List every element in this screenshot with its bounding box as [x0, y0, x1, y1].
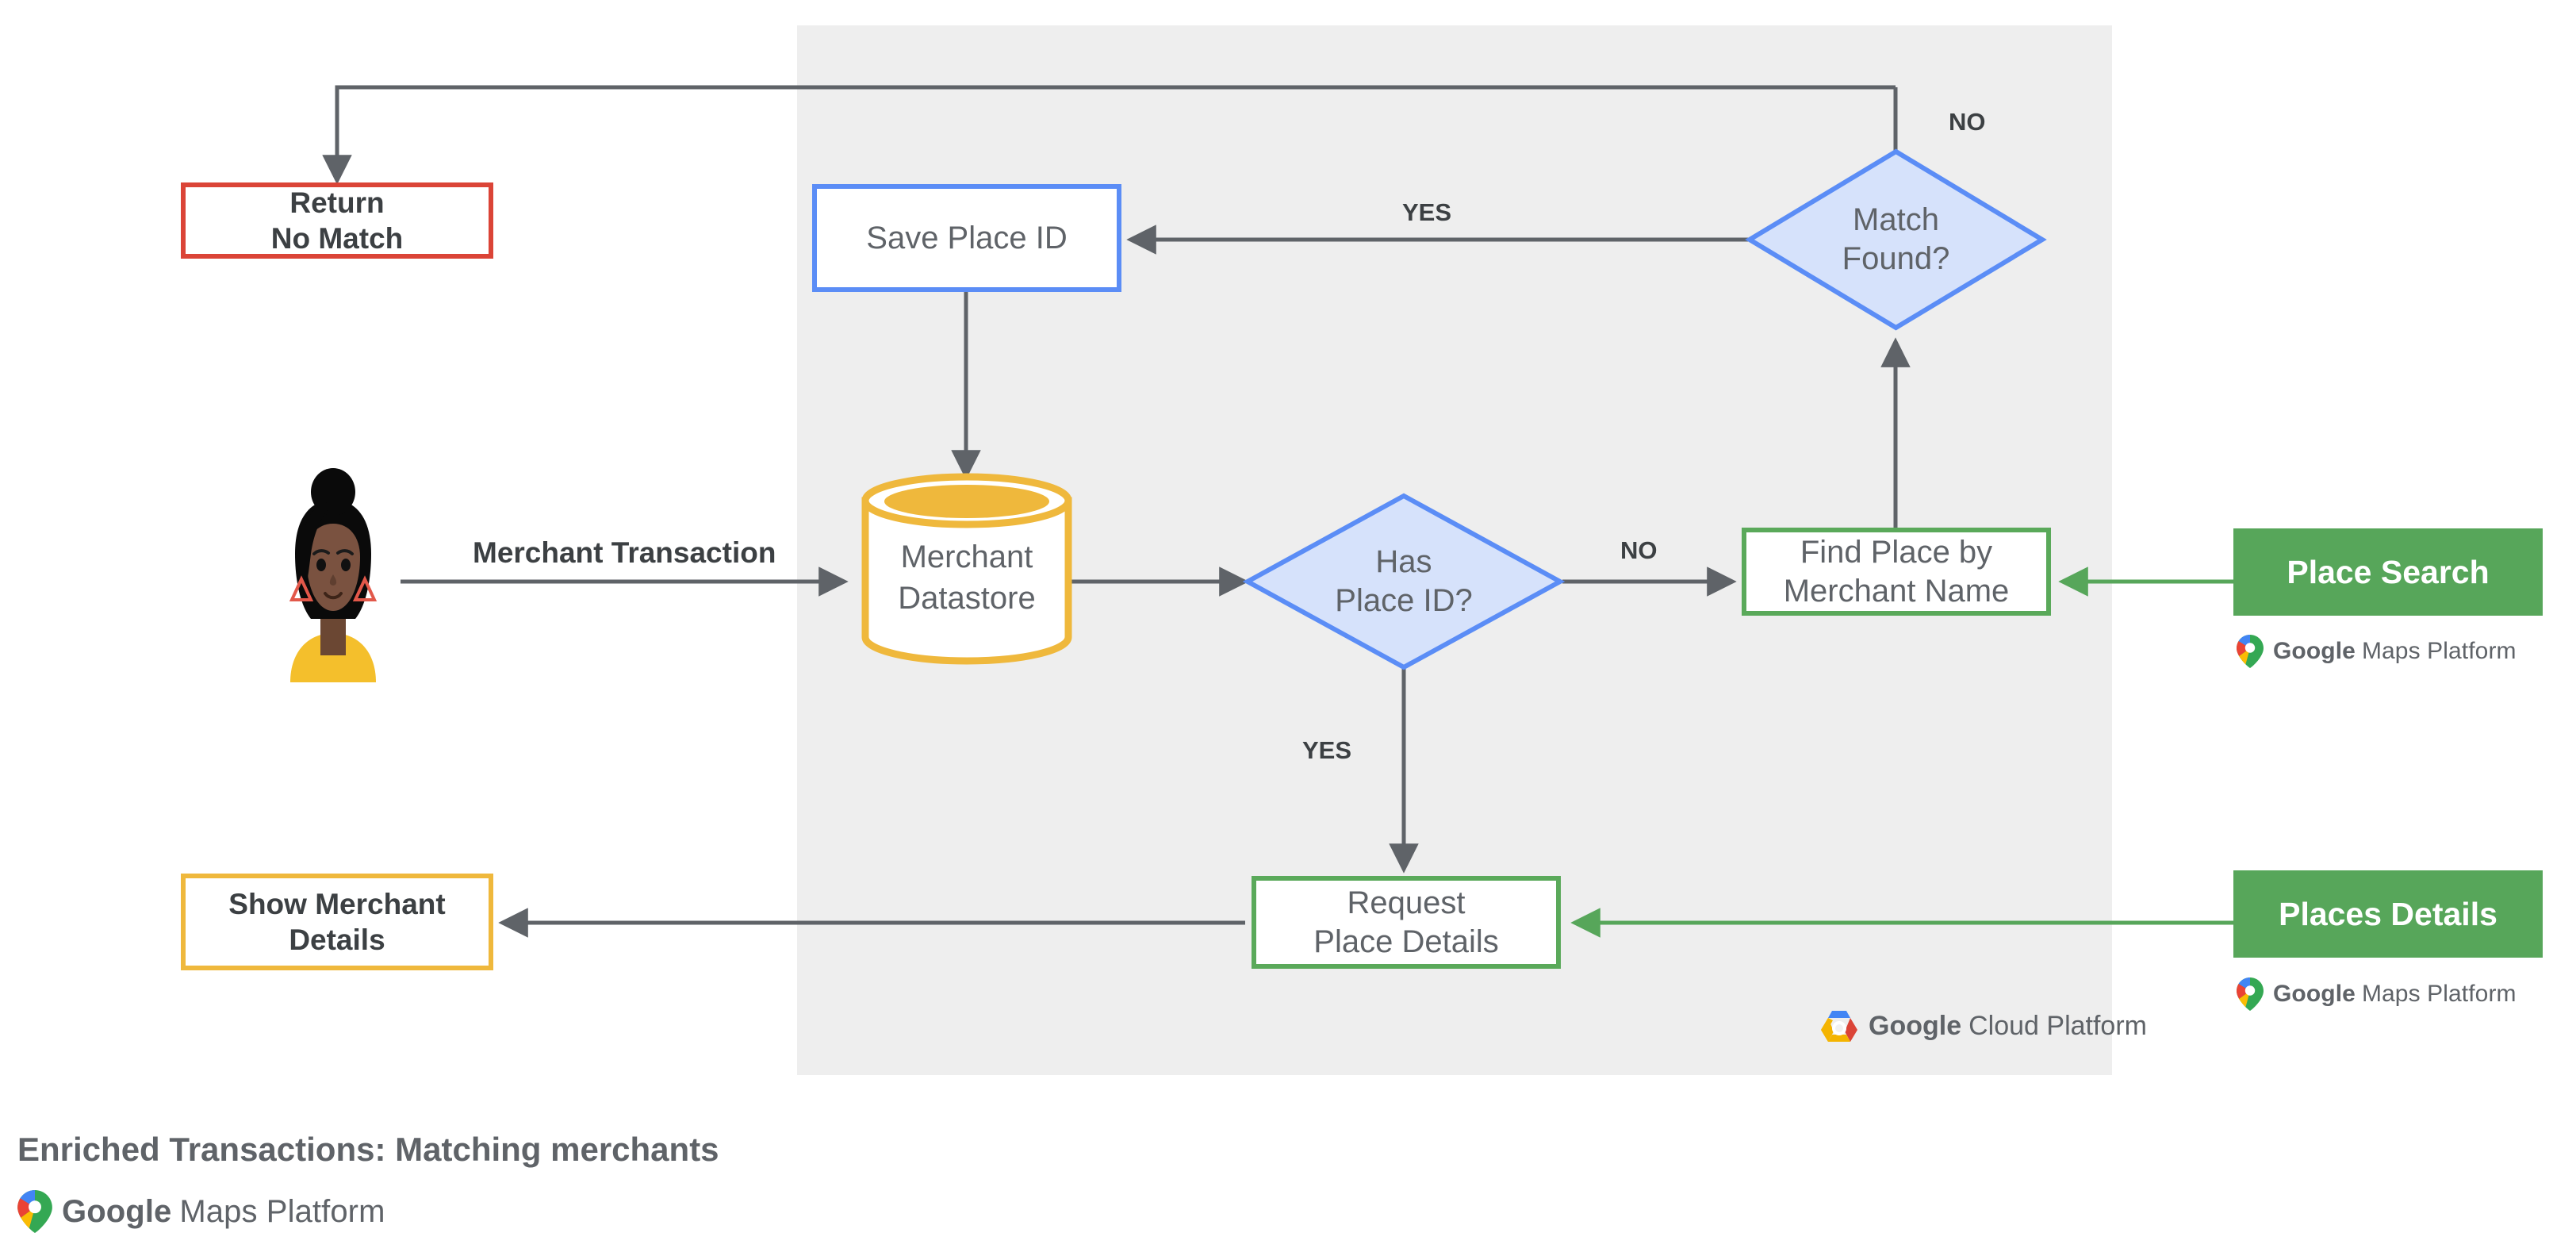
- gmp-suffix-word: Maps Platform: [2361, 638, 2517, 664]
- node-match-found[interactable]: Match Found?: [1745, 148, 2047, 331]
- google-cloud-hexagon-icon: [1821, 1011, 1857, 1042]
- gmp-suffix-word: Maps Platform: [179, 1193, 385, 1229]
- node-place-search[interactable]: Place Search: [2233, 528, 2543, 616]
- node-merchant-datastore[interactable]: Merchant Datastore: [861, 473, 1072, 665]
- edge-label-merchant-transaction: Merchant Transaction: [473, 536, 776, 569]
- edge-label-match-found-no: NO: [1949, 108, 1986, 136]
- edge-label-match-found-yes: YES: [1402, 198, 1452, 226]
- gcp-suffix-word: Cloud Platform: [1968, 1010, 2147, 1041]
- node-request-place-details[interactable]: Request Place Details: [1252, 876, 1561, 969]
- node-places-details[interactable]: Places Details: [2233, 870, 2543, 958]
- match-found-diamond-shape: [1745, 148, 2047, 331]
- node-find-place-by-merchant-name[interactable]: Find Place by Merchant Name: [1742, 528, 2051, 616]
- node-save-place-id[interactable]: Save Place ID: [812, 184, 1121, 292]
- gmp-google-word: Google: [2273, 981, 2356, 1007]
- has-place-id-diamond-shape: [1242, 493, 1566, 670]
- node-merchant-datastore-label: Merchant Datastore: [898, 540, 1036, 616]
- node-has-place-id[interactable]: Has Place ID?: [1242, 493, 1566, 670]
- google-maps-pin-icon: [2237, 977, 2264, 1011]
- wire-match-found-no-path: [322, 85, 1896, 185]
- node-return-no-match[interactable]: Return No Match: [181, 182, 493, 259]
- gmp-google-word: Google: [62, 1193, 172, 1229]
- edge-label-has-place-id-no: NO: [1620, 536, 1658, 564]
- google-maps-pin-icon: [17, 1190, 52, 1233]
- gmp-google-word: Google: [2273, 638, 2356, 664]
- user-avatar: [262, 468, 404, 682]
- node-show-merchant-details[interactable]: Show Merchant Details: [181, 874, 493, 970]
- gmp-suffix-word: Maps Platform: [2361, 981, 2517, 1007]
- edge-label-has-place-id-yes: YES: [1302, 736, 1352, 764]
- google-maps-pin-icon: [2237, 635, 2264, 668]
- cylinder-body: [861, 497, 1072, 665]
- cylinder-top-fill: [884, 485, 1049, 518]
- diagram-caption: Enriched Transactions: Matching merchant…: [17, 1131, 719, 1168]
- gcp-google-word: Google: [1869, 1010, 1962, 1041]
- avatar-illustration: [289, 468, 378, 682]
